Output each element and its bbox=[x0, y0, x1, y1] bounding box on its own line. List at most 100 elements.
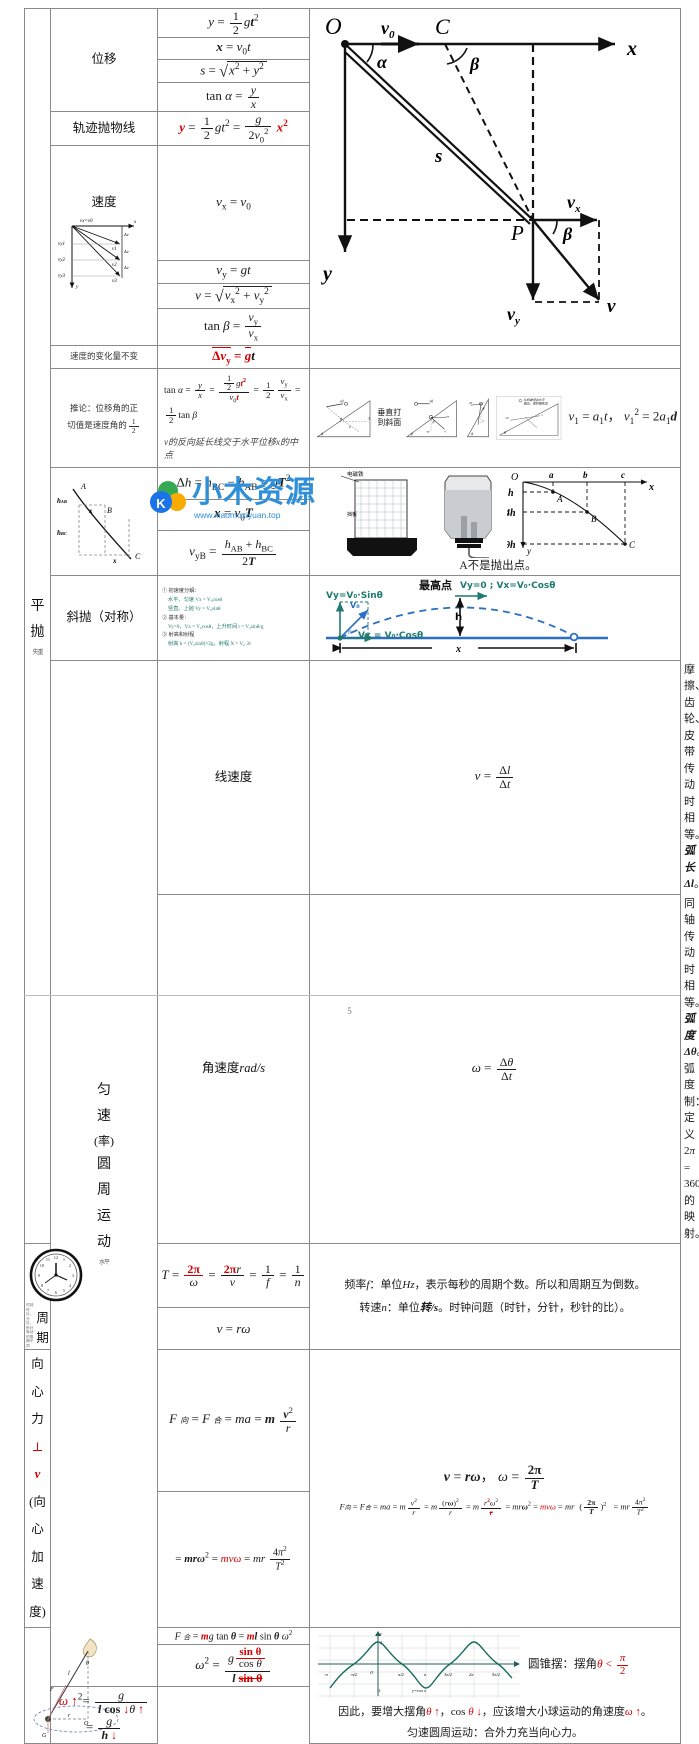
water-flask-figure bbox=[444, 475, 492, 559]
svg-text:-π: -π bbox=[324, 1672, 328, 1677]
svg-text:4h: 4h bbox=[507, 508, 516, 519]
svg-text:v0: v0 bbox=[381, 18, 395, 41]
svg-text:C: C bbox=[135, 552, 141, 561]
cosine-function-chart: -π -π/2 O π/2 π 3π/2 2π 5π/2 1 -1 y y=co… bbox=[318, 1631, 520, 1699]
svg-text:θ: θ bbox=[504, 431, 506, 435]
svg-text:x: x bbox=[626, 38, 637, 60]
svg-text:x: x bbox=[88, 507, 93, 515]
svg-text:Vy=V₀·Sinθ: Vy=V₀·Sinθ bbox=[326, 591, 383, 601]
centripetal-line2: (向心加速度) bbox=[29, 1494, 46, 1619]
svg-text:β: β bbox=[469, 54, 480, 74]
formula-vx: vx = v0 bbox=[157, 145, 310, 261]
formula-v-r-omega: v = rω bbox=[157, 1307, 310, 1351]
svg-text:1: 1 bbox=[380, 1640, 382, 1645]
category-subnote: 失重 bbox=[32, 649, 43, 656]
svg-text:vx: vx bbox=[446, 414, 449, 418]
row-label-displacement: 位移 bbox=[50, 7, 158, 113]
oblique-note-4: ② 基本量： bbox=[162, 614, 190, 621]
svg-text:抛出，落斜坡底边: 抛出，落斜坡底边 bbox=[524, 401, 549, 405]
svg-text:-π/2: -π/2 bbox=[350, 1672, 358, 1677]
svg-text:vy: vy bbox=[427, 429, 430, 433]
svg-text:A: A bbox=[556, 494, 563, 504]
abc-trajectory-figure: A B C hAB hBC x x bbox=[57, 482, 141, 565]
svg-text:3π/2: 3π/2 bbox=[444, 1672, 453, 1677]
oblique-note-7: 射高 h = (V₀sinθ)²/2g，射程 X = V₀·2t bbox=[168, 641, 251, 648]
svg-text:v2: v2 bbox=[112, 263, 117, 268]
category-char: 匀 bbox=[97, 1083, 111, 1099]
svg-text:挡板: 挡板 bbox=[347, 511, 357, 518]
note-a-not-launch-point: A不是抛出点。 bbox=[459, 560, 537, 573]
incline-note-perpendicular: 垂直打到斜面 bbox=[377, 407, 402, 427]
svg-text:hAB: hAB bbox=[57, 497, 67, 505]
row-label-abc-figure: A B C hAB hBC x x bbox=[50, 467, 158, 577]
svg-text:vy: vy bbox=[507, 304, 520, 327]
svg-text:y: y bbox=[526, 546, 531, 556]
svg-text:y: y bbox=[368, 416, 371, 420]
oblique-note-6: ③ 射高和射程 bbox=[162, 632, 195, 639]
svg-text:s: s bbox=[434, 146, 442, 167]
svg-text:B: B bbox=[591, 514, 597, 524]
svg-text:A: A bbox=[80, 482, 86, 491]
formula-incline-v1: v1 = a1t， v12 = 2a1d bbox=[568, 408, 678, 428]
svg-text:电磁铁: 电磁铁 bbox=[347, 470, 364, 478]
category-circular-motion: 匀 速 (率) 圆 周 运 动 水平 bbox=[50, 659, 158, 1688]
formula-v-resultant: v = √vx2 + vy2 bbox=[157, 282, 310, 309]
electromagnet-apparatus-figure: 电磁铁 挡板 bbox=[340, 470, 417, 557]
svg-text:θ: θ bbox=[348, 630, 351, 636]
category-char: 运 bbox=[97, 1208, 111, 1224]
centripetal-line1: 向心力⊥ v bbox=[31, 1357, 44, 1482]
note-oblique-handwritten: ① 初速度分解： 水平、匀速 Vx = V₀cosθ 竖直、上抛 Vy = V₀… bbox=[157, 575, 310, 661]
svg-text:h: h bbox=[455, 612, 462, 623]
svg-text:v3: v3 bbox=[112, 279, 117, 284]
category-char: 圆 bbox=[97, 1157, 111, 1173]
svg-text:v0: v0 bbox=[340, 399, 344, 403]
svg-text:v: v bbox=[483, 419, 485, 423]
svg-text:Vy=0 ; Vx=V₀·Cosθ: Vy=0 ; Vx=V₀·Cosθ bbox=[460, 581, 555, 591]
svg-text:v: v bbox=[542, 413, 544, 417]
svg-text:5π/2: 5π/2 bbox=[492, 1672, 501, 1677]
svg-text:x: x bbox=[348, 425, 351, 429]
svg-text:x: x bbox=[133, 220, 137, 225]
row-label-angular-speed: 角速度rad/s bbox=[157, 893, 310, 1245]
svg-text:v: v bbox=[445, 429, 447, 433]
svg-text:θ: θ bbox=[471, 432, 473, 436]
svg-text:O: O bbox=[325, 14, 342, 39]
note-delta-v-blank bbox=[309, 345, 681, 369]
svg-text:π: π bbox=[424, 1672, 427, 1677]
svg-text:x: x bbox=[112, 557, 117, 565]
svg-text:vy2: vy2 bbox=[58, 258, 65, 263]
category-char: 抛 bbox=[30, 624, 45, 640]
svg-text:v0: v0 bbox=[506, 416, 509, 420]
svg-text:θ: θ bbox=[483, 407, 485, 411]
note-frequency-rotation: 频率f：单位Hz，表示每秒的周期个数。所以和周期互为倒数。 转速n：单位转/s。… bbox=[309, 1243, 681, 1351]
note-conical-increase: 因此，要增大摆角θ ↑，cos θ ↓，应该增大小球运动的角速度ω ↑。 bbox=[338, 1706, 652, 1719]
svg-text:vy1: vy1 bbox=[58, 242, 65, 247]
svg-text:v0: v0 bbox=[430, 399, 434, 403]
svg-text:h: h bbox=[508, 488, 514, 499]
oblique-note-3: 竖直、上抛 Vy = V₀sinθ bbox=[168, 605, 221, 612]
projectile-vector-diagram: O x v0 C y s α β bbox=[321, 14, 637, 327]
note-frequency: 频率f：单位Hz，表示每秒的周期个数。所以和周期互为倒数。 bbox=[344, 1279, 646, 1292]
svg-text:9h: 9h bbox=[507, 540, 516, 551]
category-char: (率) bbox=[94, 1133, 114, 1148]
svg-text:c: c bbox=[621, 470, 625, 480]
page-number: 5 bbox=[347, 1006, 352, 1016]
note-uniform-circular: 匀速圆周运动：合外力充当向心力。 bbox=[407, 1726, 583, 1739]
formula-delta-vy: Δvy = gt bbox=[157, 345, 310, 369]
figure-incline-group: v0 y x θ θ 垂直打到斜面 v0 vx vy v bbox=[309, 367, 681, 469]
svg-text:y: y bbox=[379, 1631, 382, 1636]
svg-text:O: O bbox=[370, 1670, 374, 1675]
svg-text:v: v bbox=[607, 296, 616, 317]
